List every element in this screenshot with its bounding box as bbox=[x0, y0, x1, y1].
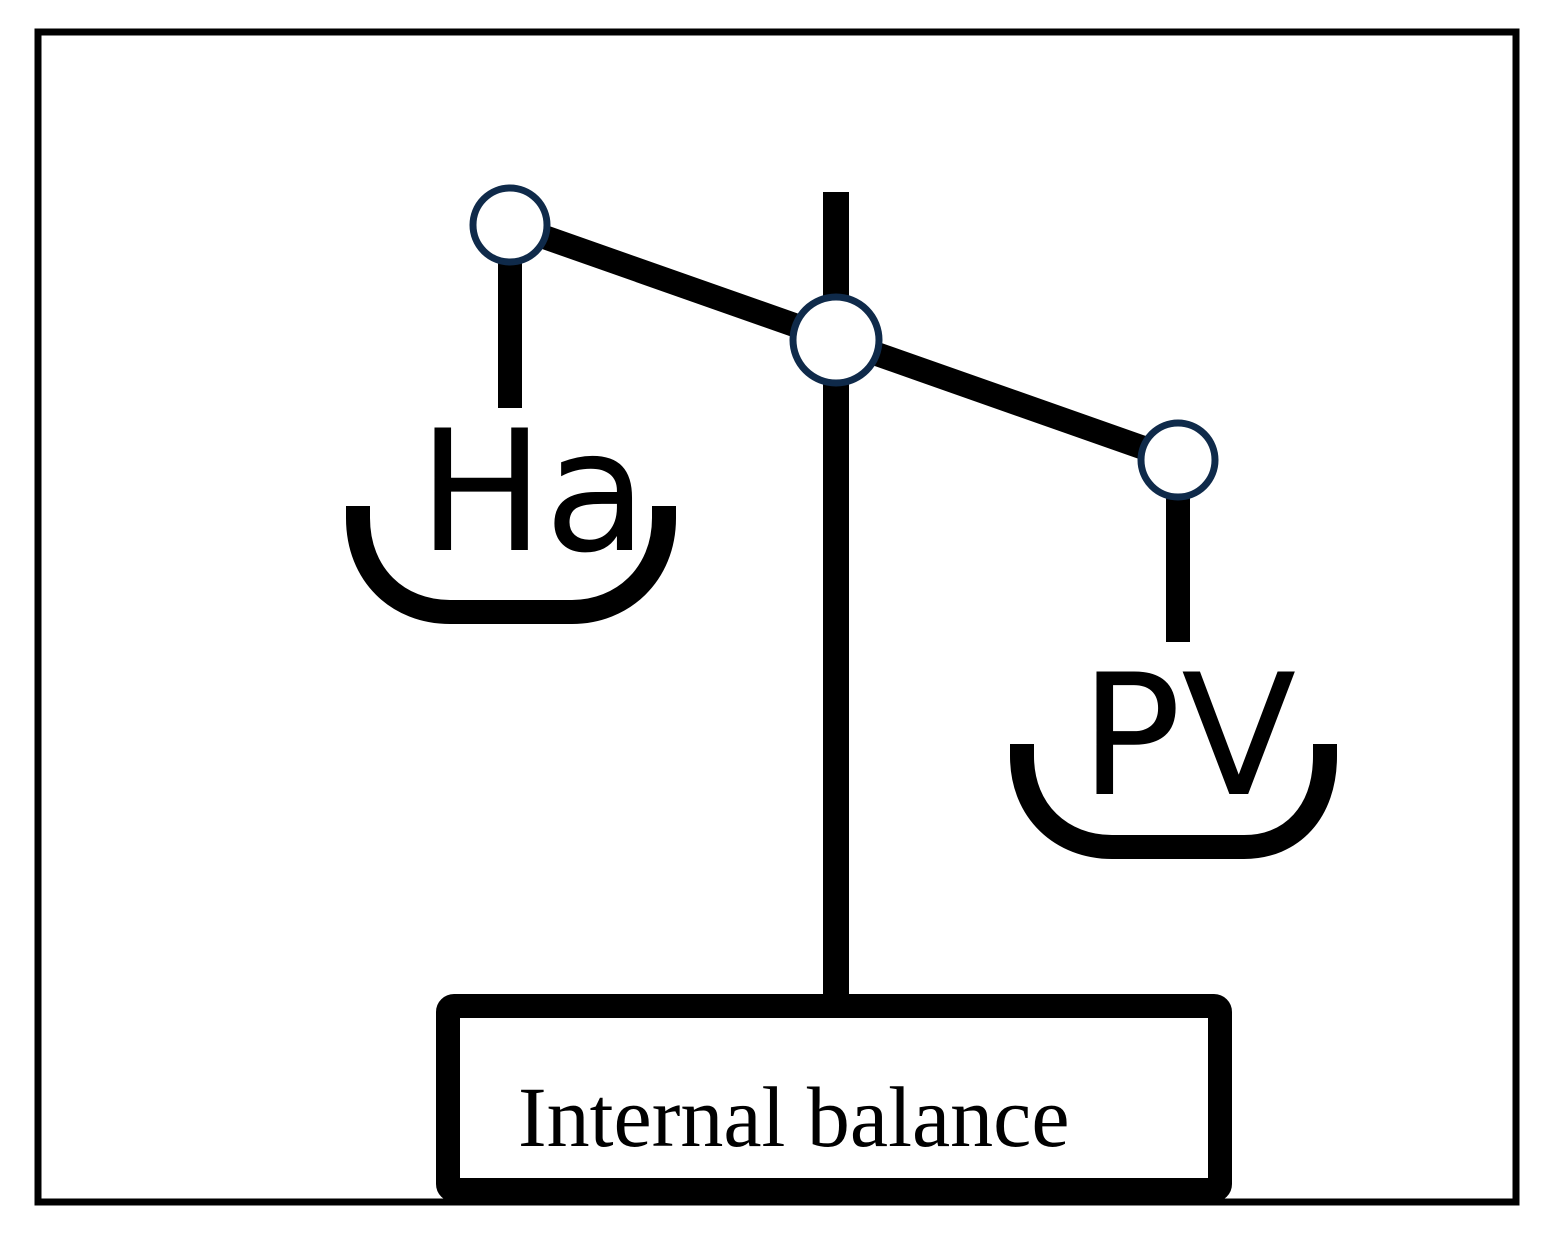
left-pivot-circle bbox=[469, 184, 551, 266]
center-pivot-circle bbox=[789, 293, 883, 387]
left-pan-label: Ha bbox=[418, 394, 647, 590]
base-box bbox=[436, 994, 1232, 1202]
base-label: Internal balance bbox=[518, 1069, 1069, 1165]
left-pan bbox=[345, 505, 677, 624]
right-pan-label: PV bbox=[1080, 638, 1296, 834]
right-pan bbox=[1009, 743, 1338, 859]
right-pivot-circle bbox=[1137, 419, 1219, 501]
